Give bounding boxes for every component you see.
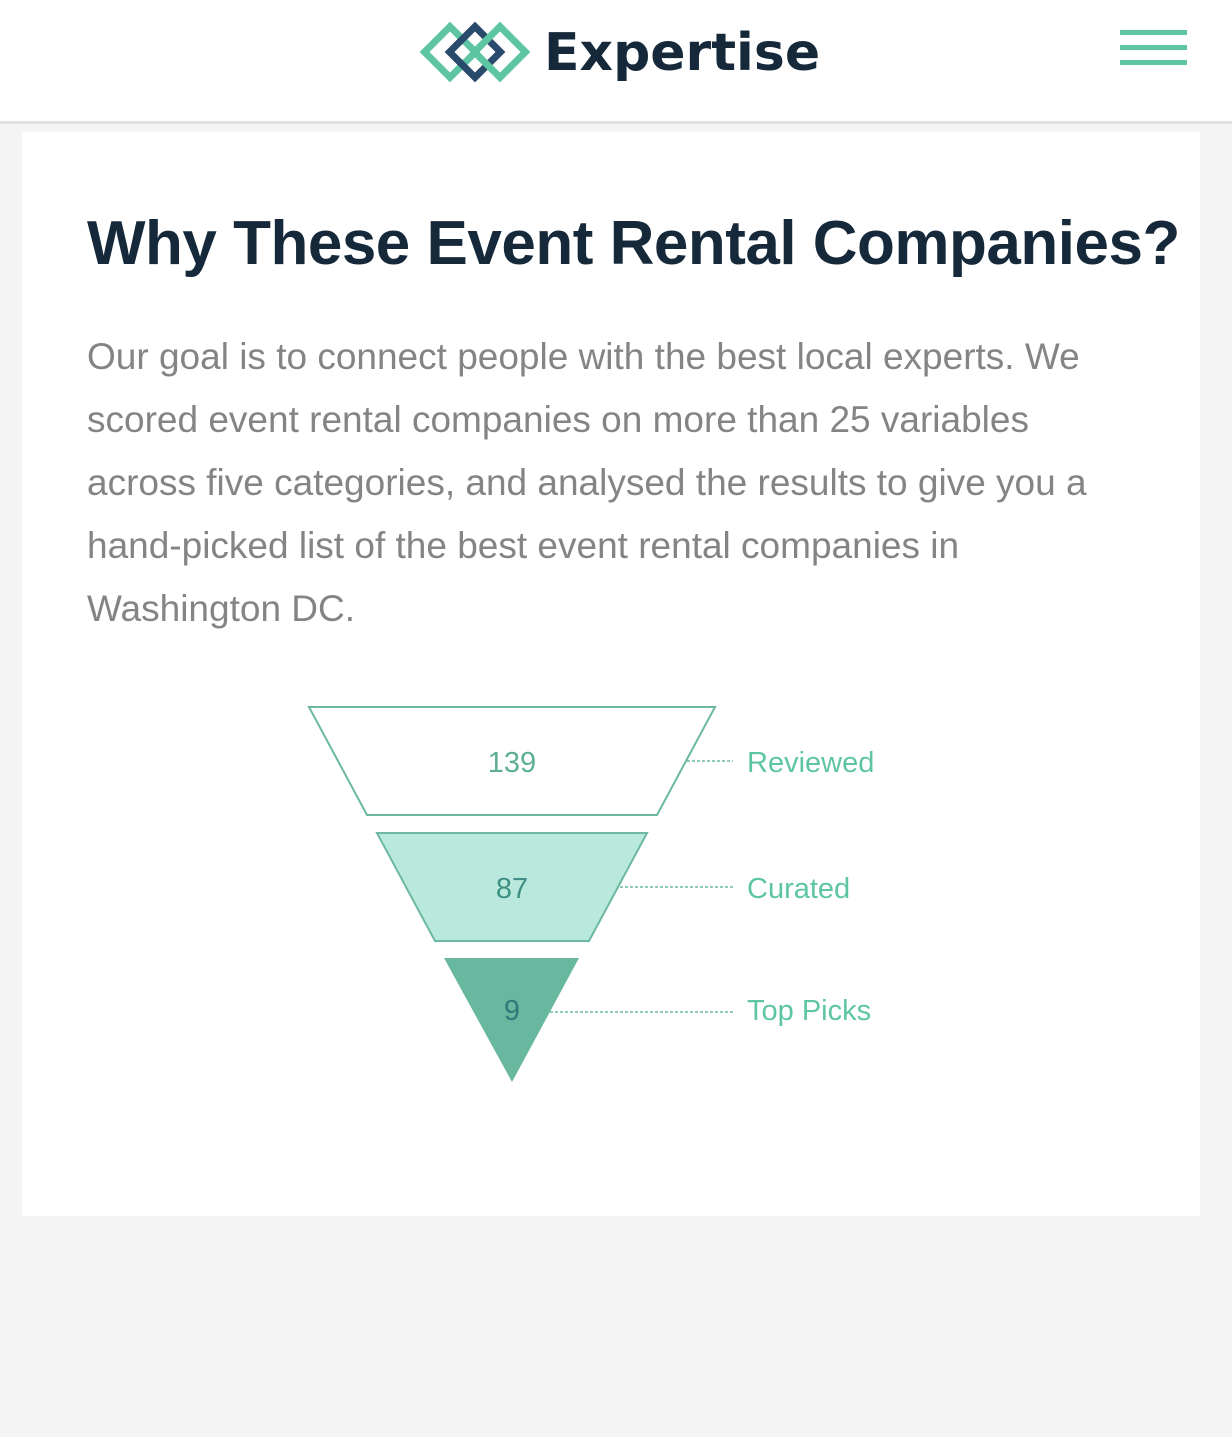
description: Our goal is to connect people with the b… [87,336,1087,629]
page-title: Why These Event Rental Companies? [87,209,1180,278]
stage-value: 139 [488,747,536,779]
logo[interactable]: Expertise [418,20,820,86]
stage-label: Top Picks [747,995,871,1027]
stage-label: Curated [747,873,850,905]
funnel-stage-reviewed [307,706,717,816]
funnel-stage-top-picks [444,958,579,1082]
hamburger-menu-button[interactable] [1120,30,1187,82]
brand-name: Expertise [544,23,821,83]
hamburger-icon-bar [1120,60,1187,65]
site-header: Expertise [0,0,1232,124]
content-card: Why These Event Rental Companies? Our go… [22,132,1200,1216]
logo-diamonds-icon [419,21,530,83]
stage-value: 87 [496,873,528,905]
hamburger-icon [1120,30,1187,35]
stage-label: Reviewed [747,747,874,779]
hamburger-icon-bar [1120,45,1187,50]
stage-value: 9 [504,995,520,1027]
funnel-stage-curated [375,832,649,942]
